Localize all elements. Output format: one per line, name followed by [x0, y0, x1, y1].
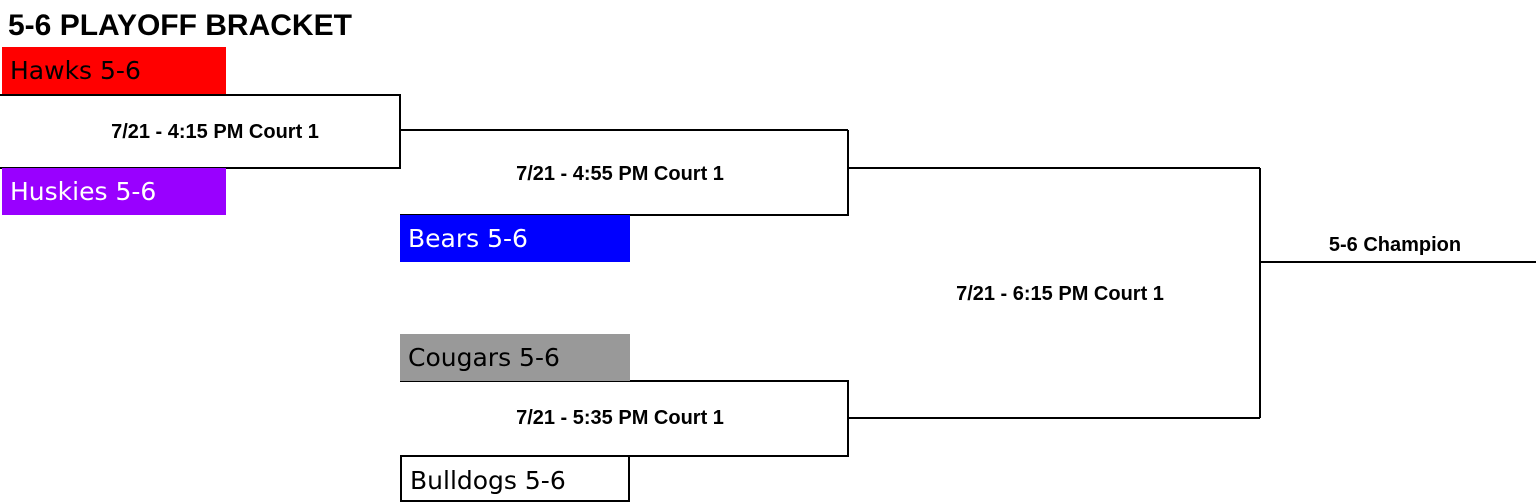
bracket-title: 5-6 PLAYOFF BRACKET: [8, 9, 352, 42]
team-hawks: Hawks 5-6: [2, 47, 226, 94]
team-bulldogs: Bulldogs 5-6: [400, 455, 630, 502]
team-hawks-label: Hawks 5-6: [10, 56, 141, 85]
game1-label: 7/21 - 4:15 PM Court 1: [111, 121, 319, 143]
final-game-label: 7/21 - 6:15 PM Court 1: [956, 283, 1164, 305]
team-bears-label: Bears 5-6: [408, 224, 528, 253]
team-cougars: Cougars 5-6: [400, 334, 630, 381]
team-bulldogs-label: Bulldogs 5-6: [410, 466, 566, 495]
game3-label: 7/21 - 5:35 PM Court 1: [516, 407, 724, 429]
team-huskies: Huskies 5-6: [2, 168, 226, 215]
team-bears: Bears 5-6: [400, 215, 630, 262]
team-huskies-label: Huskies 5-6: [10, 177, 157, 206]
team-cougars-label: Cougars 5-6: [408, 343, 560, 372]
game2-label: 7/21 - 4:55 PM Court 1: [516, 163, 724, 185]
champion-label: 5-6 Champion: [1328, 234, 1462, 256]
